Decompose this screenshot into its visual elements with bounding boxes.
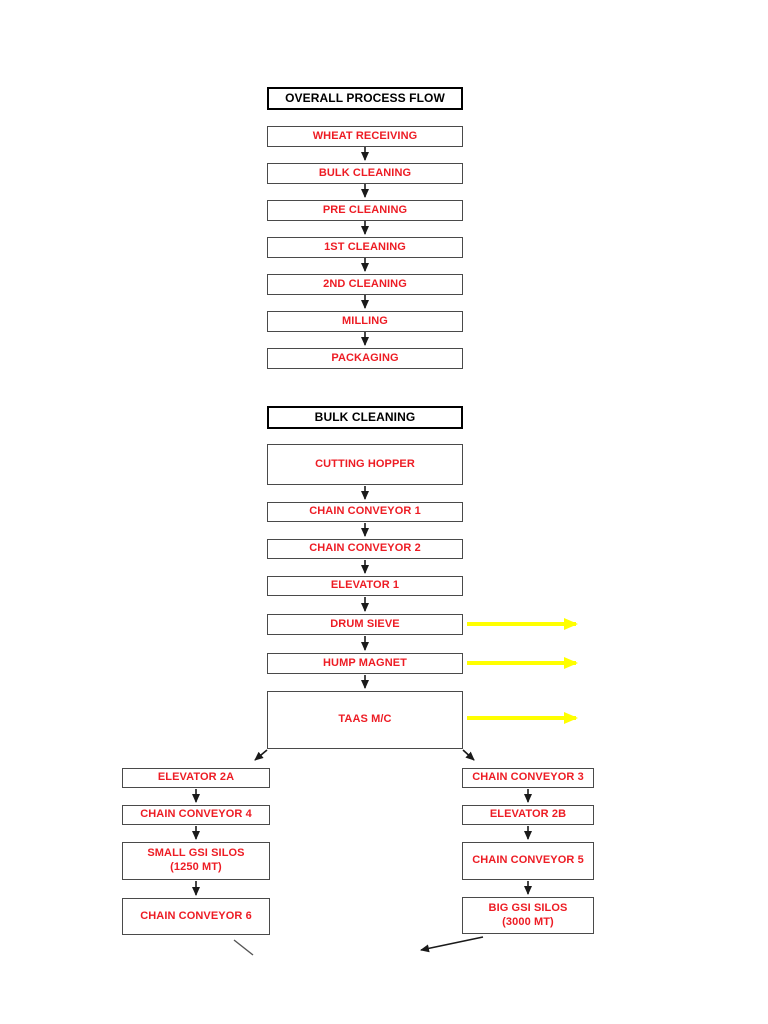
node-bulk-cleaning: BULK CLEANING: [267, 163, 463, 184]
node-wheat-receiving: WHEAT RECEIVING: [267, 126, 463, 147]
node-hump-magnet: HUMP MAGNET: [267, 653, 463, 674]
node-milling: MILLING: [267, 311, 463, 332]
node-taas-mc: TAAS M/C: [267, 691, 463, 749]
node-1st-cleaning: 1ST CLEANING: [267, 237, 463, 258]
node-big-gsi-silos: BIG GSI SILOS (3000 MT): [462, 897, 594, 934]
branch-arrow-taas-to-left: [254, 749, 268, 761]
node-2nd-cleaning: 2ND CLEANING: [267, 274, 463, 295]
node-chain-conveyor-6: CHAIN CONVEYOR 6: [122, 898, 270, 935]
node-chain-conveyor-5: CHAIN CONVEYOR 5: [462, 842, 594, 880]
node-elevator-2a: ELEVATOR 2A: [122, 768, 270, 788]
node-elevator-1: ELEVATOR 1: [267, 576, 463, 596]
overall-process-flow-title: OVERALL PROCESS FLOW: [267, 87, 463, 110]
node-drum-sieve: DRUM SIEVE: [267, 614, 463, 635]
node-pre-cleaning: PRE CLEANING: [267, 200, 463, 221]
node-chain-conveyor-4: CHAIN CONVEYOR 4: [122, 805, 270, 825]
bulk-cleaning-title: BULK CLEANING: [267, 406, 463, 429]
node-chain-conveyor-3: CHAIN CONVEYOR 3: [462, 768, 594, 788]
node-packaging: PACKAGING: [267, 348, 463, 369]
node-chain-conveyor-2: CHAIN CONVEYOR 2: [267, 539, 463, 559]
node-cutting-hopper: CUTTING HOPPER: [267, 444, 463, 485]
arrow-big-silos-out: [420, 936, 484, 953]
node-chain-conveyor-1: CHAIN CONVEYOR 1: [267, 502, 463, 522]
node-small-gsi-silos: SMALL GSI SILOS (1250 MT): [122, 842, 270, 880]
line-cc6-out: [233, 939, 254, 956]
branch-arrow-taas-to-right: [462, 749, 475, 761]
node-elevator-2b: ELEVATOR 2B: [462, 805, 594, 825]
